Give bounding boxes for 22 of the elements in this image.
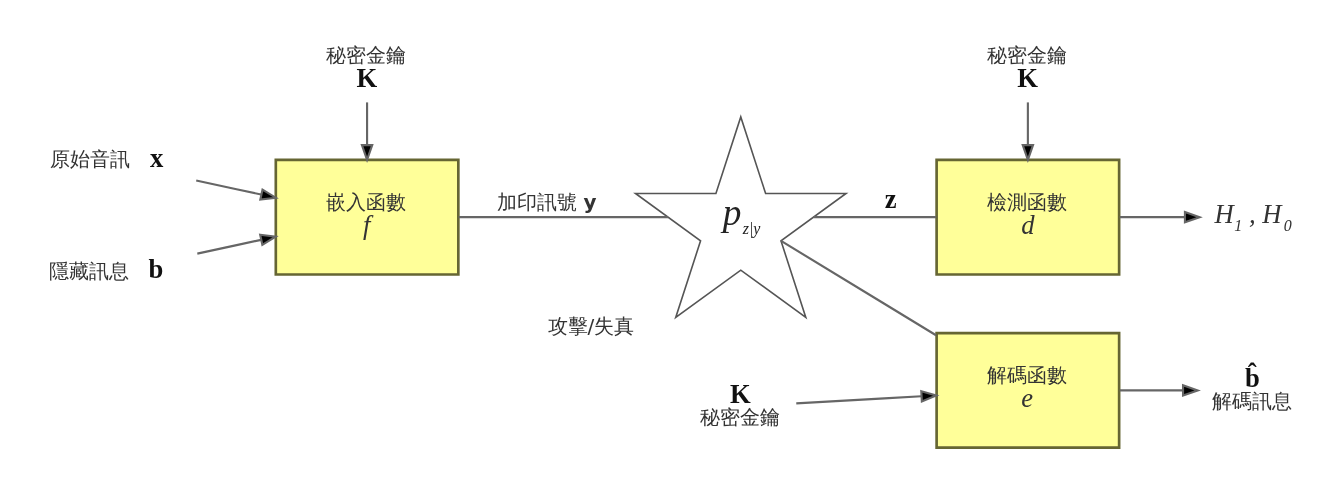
arrow bbox=[1119, 383, 1201, 397]
arrow bbox=[796, 389, 940, 405]
node-label: 攻擊/失真 bbox=[547, 314, 635, 339]
edge-label: 加印訊號 y bbox=[496, 190, 597, 215]
node-box: 嵌入函數 f bbox=[274, 158, 460, 276]
connector bbox=[813, 216, 937, 219]
arrow bbox=[197, 233, 279, 255]
arrow bbox=[196, 179, 279, 201]
arrow bbox=[1021, 102, 1035, 164]
node-text: 秘密金鑰 K bbox=[326, 42, 407, 94]
arrow bbox=[1119, 210, 1203, 224]
node-box: 檢測函數 d bbox=[935, 158, 1121, 276]
node-text: 原始音訊 x bbox=[49, 142, 164, 173]
connector bbox=[458, 216, 668, 219]
arrow bbox=[360, 102, 374, 164]
node-text: H$_{1}$ , H$_{0}$ bbox=[1214, 198, 1292, 235]
node-box: 解碼函數 e bbox=[935, 331, 1121, 449]
node-text: 隱藏訊息 b bbox=[48, 254, 164, 285]
node-text: K 秘密金鑰 bbox=[700, 379, 781, 430]
edge-label: z bbox=[884, 183, 897, 214]
node-text: b̂ 解碼訊息 bbox=[1212, 363, 1293, 414]
node-text: 秘密金鑰 K bbox=[987, 42, 1068, 94]
